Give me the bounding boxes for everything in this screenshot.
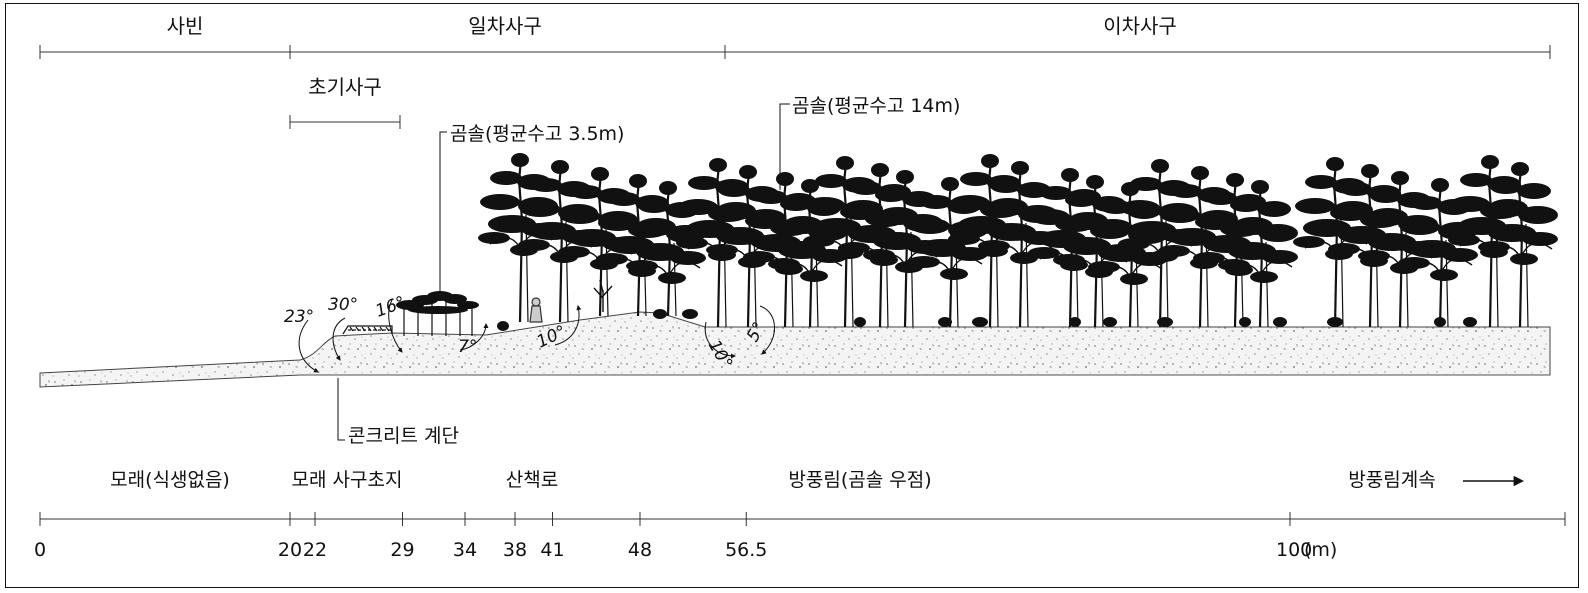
angle-16: 16°	[373, 293, 408, 322]
veg-sand-dune-grass: 모래 사구초지	[292, 469, 403, 491]
shrub	[1327, 317, 1343, 327]
veg-trail: 산책로	[506, 469, 558, 491]
pine-tree	[1478, 162, 1558, 328]
zone-foredune-label: 일차사구	[468, 14, 542, 38]
zone-lines	[39, 45, 1551, 129]
zone-beach-label: 사빈	[167, 14, 204, 38]
scale-tick-label: 48	[628, 539, 652, 561]
leader-lines	[337, 103, 790, 441]
sand-terrain	[39, 311, 1551, 388]
concrete-stairs-label: 콘크리트 계단	[348, 425, 459, 447]
scale-tick-label: 56.5	[725, 539, 767, 561]
shrub	[1157, 317, 1173, 327]
shrub	[1239, 317, 1251, 327]
scale-tick-label: 100	[1276, 539, 1312, 561]
veg-windbreak-continued: 방풍림계속	[1348, 469, 1435, 491]
scale-tick-label: 38	[503, 539, 527, 561]
shrub	[682, 309, 698, 319]
large-pine-forest	[478, 153, 1558, 328]
diagram-frame	[5, 3, 1579, 588]
angle-arcs	[298, 299, 775, 373]
scale-tick-label: 29	[390, 539, 414, 561]
scale-tick-label: 34	[453, 539, 477, 561]
shrub	[1069, 317, 1081, 327]
shrub	[1103, 317, 1117, 327]
shrub	[854, 317, 866, 327]
understory-shrubs	[497, 309, 1477, 331]
angle-30: 30°	[328, 295, 358, 315]
person-figure	[529, 297, 543, 323]
shrub	[1434, 317, 1446, 327]
shrub	[653, 309, 667, 319]
shrub	[497, 321, 509, 331]
shrub	[1463, 317, 1477, 327]
pine-tree	[908, 177, 988, 328]
angle-7: 7°	[458, 337, 477, 357]
pine-large-label: 곰솔(평균수고 14m)	[792, 95, 960, 117]
small-pine-group	[403, 298, 473, 336]
pine-small-label: 곰솔(평균수고 3.5m)	[450, 123, 624, 145]
small-pine-canopy	[396, 291, 479, 314]
shrub	[1273, 317, 1287, 327]
shrub	[938, 317, 952, 327]
zone-initial-dune-label: 초기사구	[308, 75, 382, 99]
veg-windbreak: 방풍림(곰솔 우점)	[788, 469, 931, 491]
zone-backdune-label: 이차사구	[1103, 14, 1177, 38]
scale-unit: (m)	[1304, 539, 1337, 561]
scale-tick-label: 20	[278, 539, 302, 561]
pine-tree	[1218, 180, 1298, 328]
shrub	[972, 317, 988, 327]
angle-23: 23°	[284, 307, 314, 327]
scale-tick-label: 41	[540, 539, 564, 561]
scale-tick-label: 0	[34, 539, 46, 561]
sapling	[593, 279, 613, 312]
scale-tick-label: 22	[303, 539, 327, 561]
concrete-stairs	[342, 325, 393, 335]
veg-sand-no-vegetation: 모래(식생없음)	[110, 469, 230, 491]
